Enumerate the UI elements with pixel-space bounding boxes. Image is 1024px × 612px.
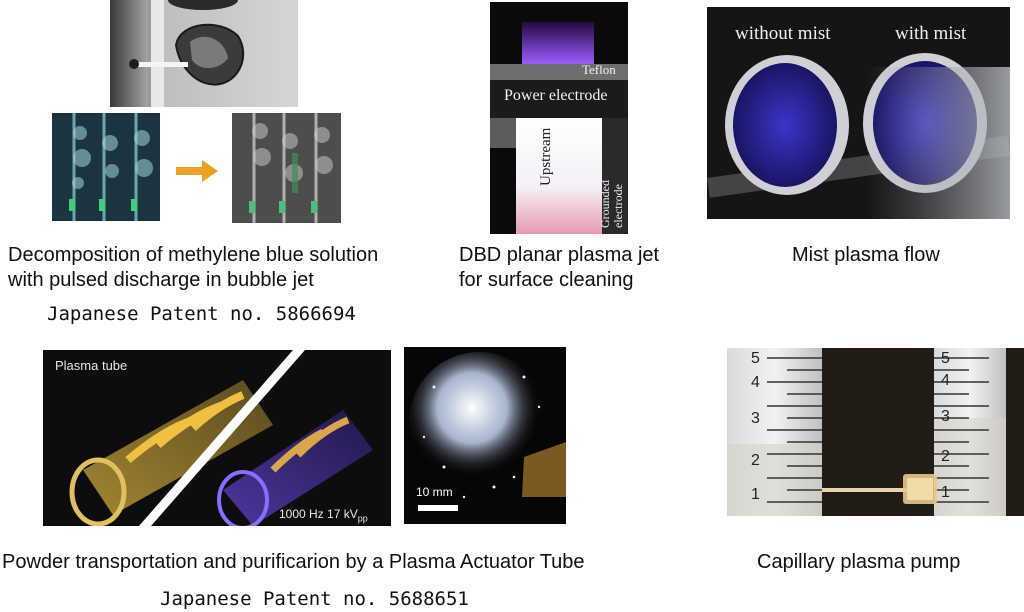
ruler-left-1: 1 <box>751 486 760 503</box>
dbd-jet-photo: Teflon Power electrode Upstream Grounded… <box>490 2 628 234</box>
ruler-right-2: 2 <box>941 448 950 465</box>
tube-params-label: 1000 Hz 17 kVpp <box>279 507 368 523</box>
mist-caption: Mist plasma flow <box>792 244 940 266</box>
ruler-left-3: 3 <box>751 410 760 427</box>
teflon-label: Teflon <box>582 62 616 77</box>
tube-params-text: 1000 Hz 17 kV <box>279 507 358 521</box>
bubble-after-photo <box>232 113 341 223</box>
capillary-pump-photo: 5 4 3 2 1 5 4 3 2 1 <box>727 348 1024 516</box>
mist-plasma-photo: without mist with mist <box>707 7 1010 219</box>
capillary-pump-drawing <box>727 348 1024 516</box>
scale-bar-label: 10 mm <box>416 485 453 499</box>
ruler-right-5: 5 <box>941 350 950 367</box>
upstream-label: Upstream <box>538 127 554 186</box>
ruler-right-4: 4 <box>941 372 950 389</box>
bubble-jet-drawing <box>110 0 298 107</box>
with-mist-label: with mist <box>895 23 967 44</box>
powder-burst-photo: 10 mm <box>404 347 566 524</box>
bubble-before-photo <box>52 113 160 221</box>
bubble-caption-line1: Decomposition of methylene blue solution <box>8 244 379 266</box>
bubble-jet-photo <box>110 0 298 107</box>
plasma-tube-label: Plasma tube <box>55 358 128 373</box>
dbd-caption-line2: for surface cleaning <box>459 269 634 291</box>
bubble-after-drawing <box>232 113 341 223</box>
bubble-caption-line2: with pulsed discharge in bubble jet <box>8 269 314 291</box>
right-arrow-icon <box>176 160 218 182</box>
ruler-left-5: 5 <box>751 350 760 367</box>
bubble-patent: Japanese Patent no. 5866694 <box>47 303 356 325</box>
ruler-right-1: 1 <box>941 484 950 501</box>
without-mist-label: without mist <box>735 23 831 44</box>
ruler-left-4: 4 <box>751 374 760 391</box>
powder-caption: Powder transportation and purificarion b… <box>2 551 585 573</box>
pump-caption: Capillary plasma pump <box>757 551 961 573</box>
grounded-electrode-label: Grounded electrode <box>598 180 625 228</box>
dbd-caption-line1: DBD planar plasma jet <box>459 244 660 266</box>
ruler-left-2: 2 <box>751 452 760 469</box>
plasma-tube-photo: Plasma tube 1000 Hz 17 kVpp <box>43 350 391 526</box>
bubble-before-drawing <box>52 113 160 221</box>
dbd-jet-drawing <box>490 2 628 234</box>
plasma-tube-drawing <box>43 350 391 526</box>
powder-burst-drawing <box>404 347 566 524</box>
mist-plasma-drawing <box>707 7 1010 219</box>
tube-params-sub: pp <box>357 513 368 524</box>
power-electrode-label: Power electrode <box>504 87 608 104</box>
powder-patent: Japanese Patent no. 5688651 <box>160 588 469 610</box>
ruler-right-3: 3 <box>941 408 950 425</box>
